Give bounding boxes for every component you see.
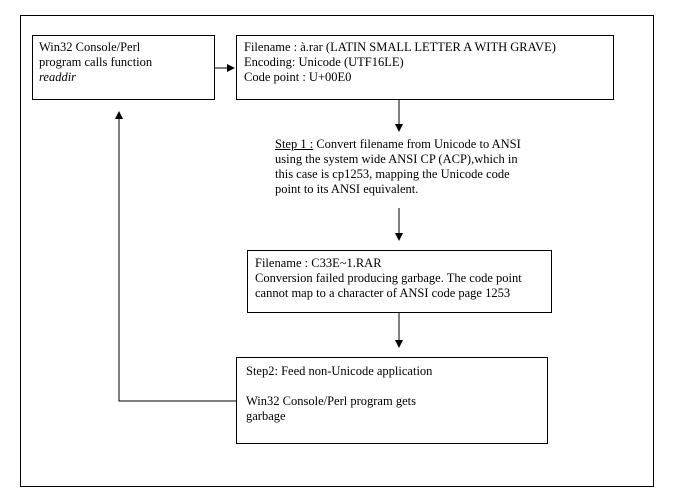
diagram-frame xyxy=(20,15,654,487)
box-readdir-call: Win32 Console/Perl program calls functio… xyxy=(32,35,215,100)
step1-text-1: Convert filename from Unicode to ANSI xyxy=(313,137,521,151)
box-ansi-line-2: Conversion failed producing garbage. The… xyxy=(255,271,522,285)
box-unicode-line-2: Encoding: Unicode (UTF16LE) xyxy=(244,55,404,69)
step1-line-2: using the system wide ANSI CP (ACP),whic… xyxy=(275,152,518,166)
box-feed-spacer xyxy=(246,379,538,394)
box-ansi-line-3: cannot map to a character of ANSI code p… xyxy=(255,286,511,300)
box-feed-line-1: Step2: Feed non-Unicode application xyxy=(246,364,433,378)
box-ansi-conversion: Filename : C33E~1.RAR Conversion failed … xyxy=(247,250,552,313)
box-feed-line-2: Win32 Console/Perl program gets xyxy=(246,394,416,408)
step1-line-4: point to its ANSI equivalent. xyxy=(275,182,419,196)
box-feed-line-3: garbage xyxy=(246,409,286,423)
box-readdir-line-2: program calls function xyxy=(39,55,153,69)
box-readdir-line-3: readdir xyxy=(39,70,77,84)
step1-line-1: Step 1 : Convert filename from Unicode t… xyxy=(275,137,521,151)
step1-description: Step 1 : Convert filename from Unicode t… xyxy=(275,137,585,197)
box-unicode-line-1: Filename : à.rar (LATIN SMALL LETTER A W… xyxy=(244,40,556,54)
step1-label: Step 1 : xyxy=(275,137,314,151)
box-ansi-line-1: Filename : C33E~1.RAR xyxy=(255,256,382,270)
box-unicode-filename: Filename : à.rar (LATIN SMALL LETTER A W… xyxy=(236,35,614,100)
box-unicode-line-3: Code point : U+00E0 xyxy=(244,70,352,84)
step1-line-3: this case is cp1253, mapping the Unicode… xyxy=(275,167,510,181)
box-feed-application: Step2: Feed non-Unicode application Win3… xyxy=(236,357,548,444)
box-readdir-line-1: Win32 Console/Perl xyxy=(39,40,141,54)
